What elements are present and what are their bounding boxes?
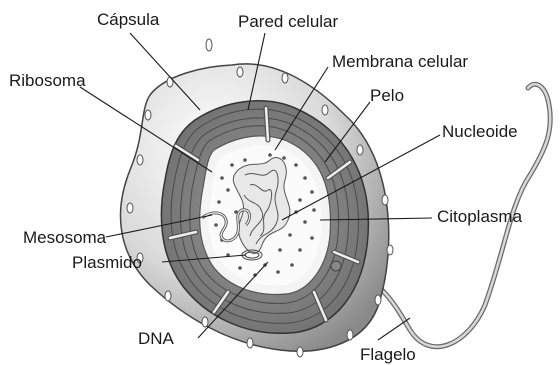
flagellum-base xyxy=(331,261,341,271)
label-ribosoma: Ribosoma xyxy=(9,71,86,90)
label-mesosoma: Mesosoma xyxy=(23,228,107,247)
label-pelo: Pelo xyxy=(370,86,404,105)
label-membrana-celular: Membrana celular xyxy=(332,52,468,71)
label-citoplasma: Citoplasma xyxy=(437,207,523,226)
label-capsula: Cápsula xyxy=(97,10,160,29)
label-pared-celular: Pared celular xyxy=(238,12,339,31)
label-flagelo: Flagelo xyxy=(360,345,416,364)
label-plasmido: Plasmido xyxy=(72,253,142,272)
label-nucleoide: Nucleoide xyxy=(442,122,518,141)
label-dna: DNA xyxy=(138,329,175,348)
